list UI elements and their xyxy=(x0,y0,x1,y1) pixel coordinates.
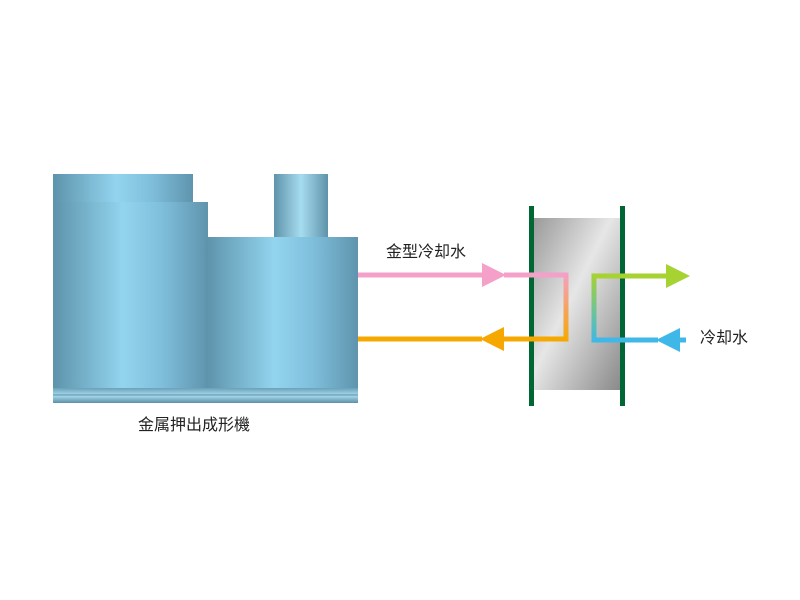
machine-right-body xyxy=(206,237,358,392)
cooling-water-inner-pipe xyxy=(591,273,597,343)
mold-water-loop xyxy=(358,263,569,351)
mold-water-supply-arrow xyxy=(482,263,506,287)
mold-cooling-water-label: 金型冷却水 xyxy=(386,242,467,261)
mold-water-inner-pipe xyxy=(563,272,569,342)
exchanger-left-plate xyxy=(529,206,534,406)
cooling-water-label: 冷却水 xyxy=(700,328,749,347)
machine-left-body xyxy=(53,202,208,392)
machine-chimney xyxy=(274,174,328,238)
exchanger-right-plate xyxy=(620,206,625,406)
extruder-machine xyxy=(53,174,358,403)
mold-water-return-arrow xyxy=(480,327,504,351)
cooling-water-loop xyxy=(591,264,690,352)
cooling-water-out-arrow xyxy=(666,264,690,288)
machine-label: 金属押出成形機 xyxy=(138,415,251,434)
cooling-water-in-arrow xyxy=(656,328,680,352)
exchanger-body xyxy=(534,218,620,390)
heat-exchanger xyxy=(529,206,625,406)
machine-top-block xyxy=(53,174,193,204)
